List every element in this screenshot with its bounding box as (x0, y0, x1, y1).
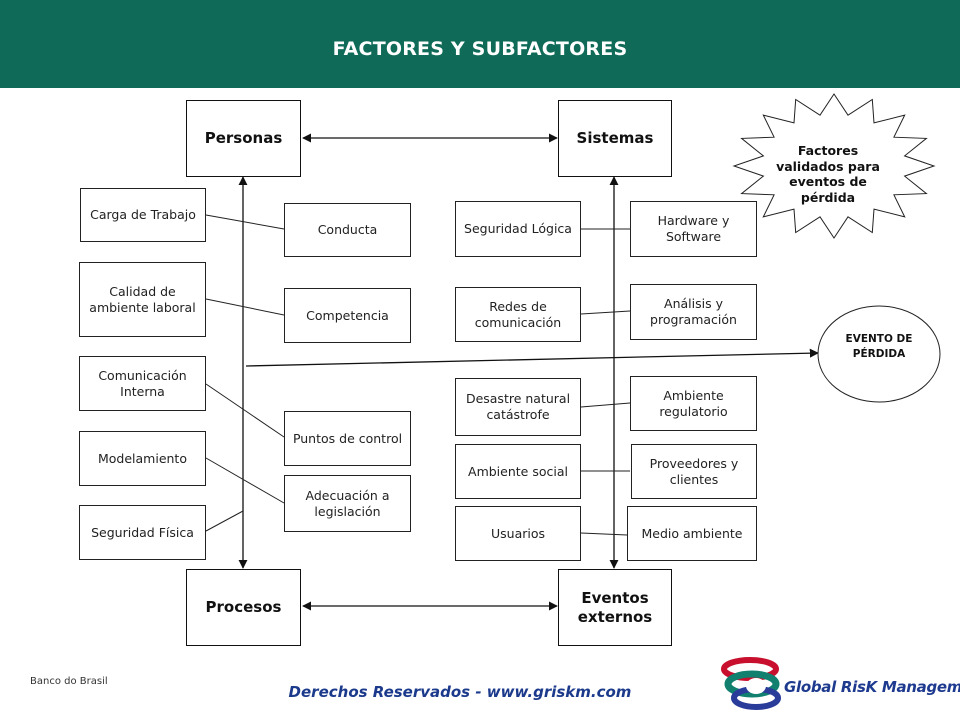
factor-comunicacion-interna: Comunicación Interna (79, 356, 206, 411)
starburst-shape (732, 93, 936, 239)
procesos-node: Procesos (186, 569, 301, 646)
factor-analisis-programacion: Análisis y programación (630, 284, 757, 340)
factor-competencia: Competencia (284, 288, 411, 343)
starburst-label: Factores validados para eventos de pérdi… (776, 143, 880, 205)
factor-hardware-software: Hardware y Software (630, 201, 757, 257)
factor-medio-ambiente: Medio ambiente (627, 506, 757, 561)
sistemas-node: Sistemas (558, 100, 672, 177)
factor-seguridad-logica: Seguridad Lógica (455, 201, 581, 257)
personas-node: Personas (186, 100, 301, 177)
factor-conducta: Conducta (284, 203, 411, 257)
page-title: FACTORES Y SUBFACTORES (332, 38, 628, 60)
source-label: Banco do Brasil (30, 676, 108, 687)
factor-carga-de-trabajo: Carga de Trabajo (80, 188, 206, 242)
global-risk-logo (721, 657, 781, 710)
factor-modelamiento: Modelamiento (79, 431, 206, 486)
event-label: EVENTO DE PÉRDIDA (845, 333, 913, 360)
factor-proveedores-clientes: Proveedores y clientes (631, 444, 757, 499)
factor-ambiente-social: Ambiente social (455, 444, 581, 499)
factor-ambiente-regulatorio: Ambiente regulatorio (630, 376, 757, 431)
header-bar: FACTORES Y SUBFACTORES (0, 0, 960, 88)
factor-seguridad-fisica: Seguridad Física (79, 505, 206, 560)
factor-puntos-de-control: Puntos de control (284, 411, 411, 466)
copyright-text: Derechos Reservados - www.griskm.com (288, 683, 632, 701)
factor-usuarios: Usuarios (455, 506, 581, 561)
factor-redes-comunicacion: Redes de comunicación (455, 287, 581, 342)
factor-desastre-natural: Desastre natural catástrofe (455, 378, 581, 436)
factor-adecuacion-legislacion: Adecuación a legislación (284, 475, 411, 532)
event-ellipse (817, 305, 941, 403)
logo-swirl-teal (724, 670, 780, 698)
eventos-externos-node: Eventos externos (558, 569, 672, 646)
factor-calidad-ambiente: Calidad de ambiente laboral (79, 262, 206, 337)
logo-text: Global RisK Management (784, 678, 960, 696)
arrow-to-event (245, 348, 819, 367)
logo-swirl-red (721, 657, 779, 681)
